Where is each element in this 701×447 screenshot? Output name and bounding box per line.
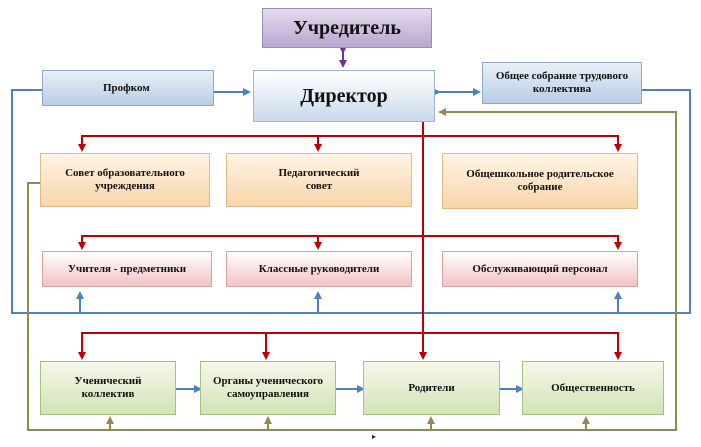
general-meeting-label: Общее собрание трудового коллектива [495, 70, 629, 95]
student-body-label: Ученический коллектив [74, 375, 142, 400]
class-teachers-label: Классные руководители [258, 262, 380, 275]
student-body-box: Ученический коллектив [40, 361, 176, 415]
public-box: Общественность [522, 361, 664, 415]
pedagogical-council-label: Педагогический совет [278, 167, 360, 192]
public-label: Общественность [551, 381, 635, 394]
parents-meeting-label: Общешкольное родительское собрание [466, 168, 614, 193]
trade-union-box: Профком [42, 70, 214, 106]
service-staff-box: Обслуживающий персонал [442, 251, 638, 287]
class-teachers-box: Классные руководители [226, 251, 412, 287]
school-council-label: Совет образовательного учреждения [65, 167, 185, 192]
director-label: Директор [300, 84, 388, 107]
subject-teachers-label: Учителя - предметники [67, 262, 187, 275]
bullet-marker: ▸ [372, 432, 377, 441]
service-staff-label: Обслуживающий персонал [472, 262, 608, 275]
founder-box: Учредитель [262, 8, 432, 48]
student-government-label: Органы ученического самоуправления [212, 375, 324, 400]
parents-meeting-box: Общешкольное родительское собрание [442, 153, 638, 209]
school-council-box: Совет образовательного учреждения [40, 153, 210, 207]
subject-teachers-box: Учителя - предметники [42, 251, 212, 287]
founder-label: Учредитель [293, 16, 401, 39]
pedagogical-council-box: Педагогический совет [226, 153, 412, 207]
parents-label: Родители [408, 381, 455, 394]
director-box: Директор [253, 70, 435, 122]
trade-union-label: Профком [103, 81, 150, 94]
student-government-box: Органы ученического самоуправления [200, 361, 336, 415]
general-meeting-box: Общее собрание трудового коллектива [482, 62, 642, 104]
parents-box: Родители [363, 361, 500, 415]
